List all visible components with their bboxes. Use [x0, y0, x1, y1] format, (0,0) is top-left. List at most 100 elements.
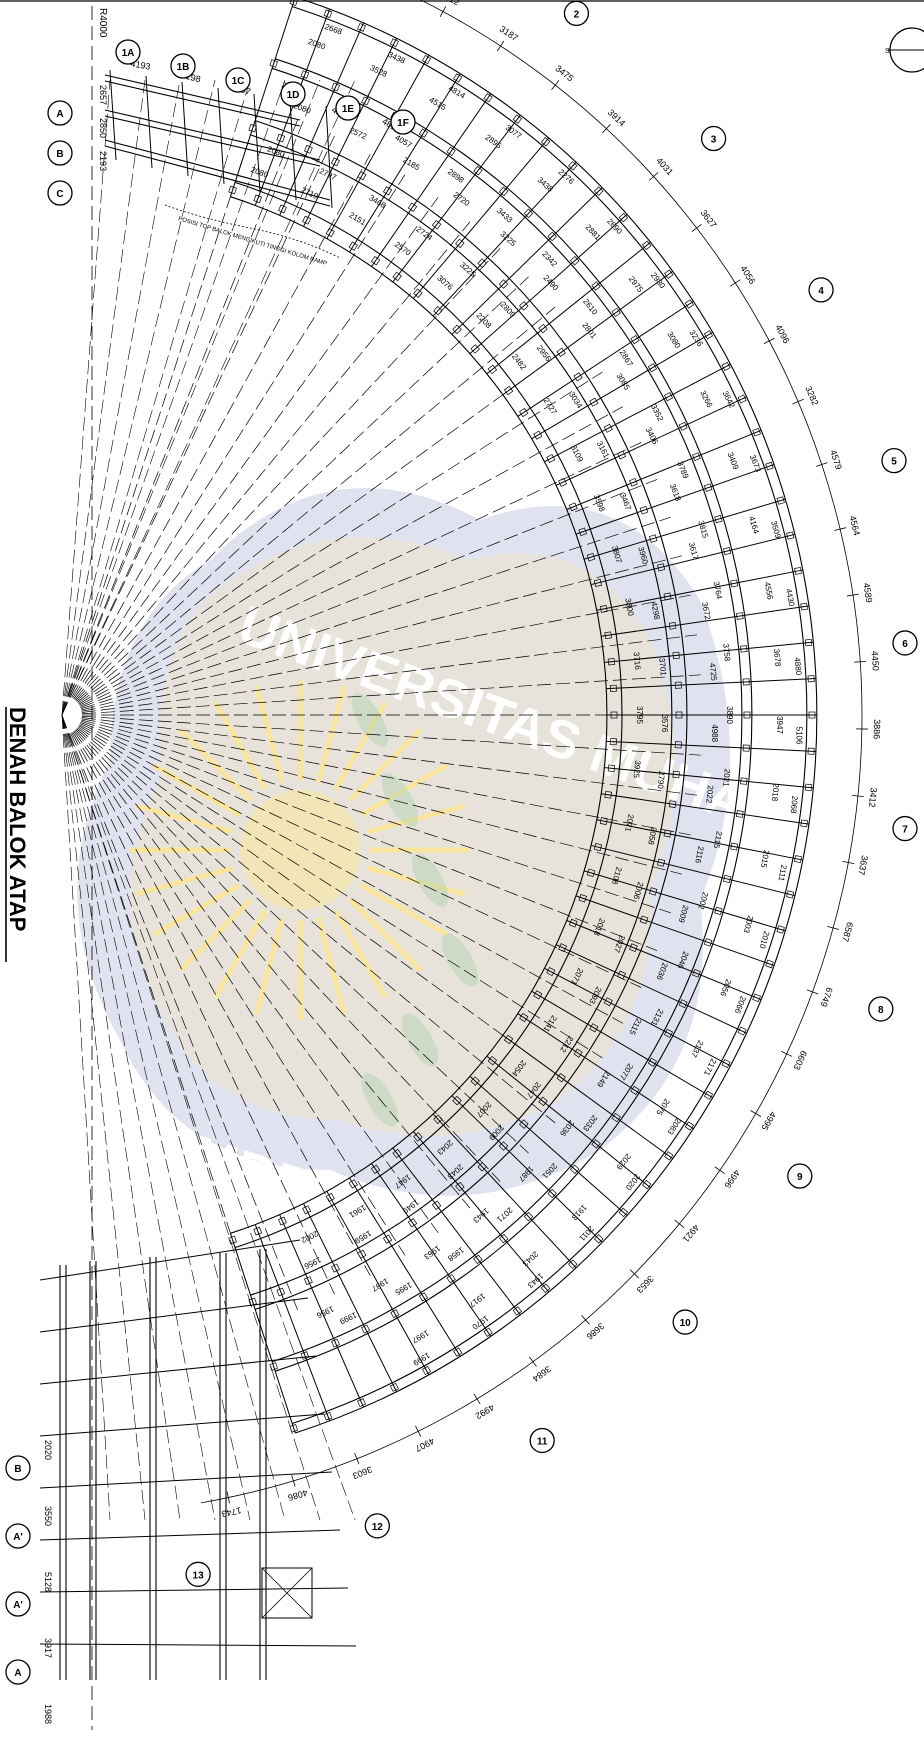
- column-mark: [668, 622, 677, 630]
- radial-beam: [432, 161, 577, 317]
- radial-beam: [575, 463, 775, 535]
- beam-length-value: 3080: [665, 330, 682, 350]
- left-row-dimension: 2193: [98, 151, 108, 171]
- arc-grid-bubble-label: 11: [537, 1436, 548, 1447]
- beam-length-value: 2570: [393, 240, 413, 258]
- beam-length-value: 3890: [725, 706, 734, 724]
- radial-beam: [469, 1076, 628, 1217]
- beam-length-value: 3161: [595, 440, 611, 460]
- column-mark: [487, 1055, 498, 1066]
- radial-line: [61, 714, 146, 1521]
- radial-beam: [279, 22, 364, 216]
- column-mark: [794, 566, 802, 575]
- column-mark: [721, 361, 731, 371]
- radial-line: [72, 174, 406, 699]
- row-bubble-label: B: [56, 149, 63, 160]
- dimension-tick: [854, 661, 867, 663]
- beam-length-value: 2898: [446, 167, 466, 185]
- dimension-value: 4992: [474, 1402, 496, 1421]
- bottom-wing-cross-beam: [39, 1297, 309, 1333]
- dimension-value: 3637: [856, 855, 870, 877]
- beam-length-value: 2068: [789, 795, 800, 814]
- column-mark: [269, 1362, 278, 1371]
- radial-line: [71, 732, 371, 1277]
- column-mark: [573, 372, 583, 382]
- watermark-sun-ray: [359, 882, 449, 938]
- column-mark: [331, 82, 340, 92]
- column-mark: [392, 1148, 402, 1159]
- column-mark: [737, 1026, 747, 1036]
- column-mark: [523, 208, 534, 219]
- column-mark: [523, 1211, 534, 1222]
- column-mark: [674, 741, 682, 749]
- beam-length-value: 3672: [700, 601, 712, 621]
- beam-length-value: 3528: [369, 63, 389, 79]
- dimension-tick: [674, 1219, 685, 1228]
- dimension-tick: [730, 279, 741, 287]
- beam-length-value: 2572: [348, 126, 368, 142]
- column-mark: [786, 531, 795, 540]
- beam-length-value: 3433: [495, 206, 515, 225]
- radial-line: [80, 516, 671, 710]
- column-mark: [765, 461, 774, 471]
- beam-length-value: 2018: [770, 783, 781, 802]
- column-mark: [611, 307, 621, 318]
- column-mark: [672, 651, 680, 660]
- column-mark: [568, 1259, 578, 1269]
- watermark-sun-ray: [212, 909, 268, 999]
- column-mark: [357, 1398, 366, 1408]
- dimension-tick: [763, 337, 775, 345]
- radial-line: [61, 79, 111, 716]
- beam-length-value: 3925: [632, 760, 643, 779]
- column-mark: [599, 605, 608, 613]
- watermark-sun-ray: [212, 701, 268, 791]
- radial-beam: [584, 870, 786, 932]
- radial-line: [61, 714, 286, 1521]
- col-bubble-label: 1D: [287, 90, 300, 101]
- column-mark: [737, 394, 747, 404]
- column-mark: [630, 1085, 640, 1096]
- column-mark: [664, 1028, 674, 1038]
- arc-grid-bubble: [185, 1561, 211, 1587]
- radial-beam: [596, 819, 804, 861]
- column-mark: [413, 1132, 423, 1142]
- bottom-row-bubble: [5, 1523, 31, 1549]
- radial-line: [77, 306, 556, 703]
- row-bubble: [47, 140, 73, 166]
- beam-length-value: 2975: [627, 274, 645, 294]
- left-row-dimension: 2850: [98, 118, 108, 138]
- radial-line: [81, 634, 697, 713]
- column-mark: [470, 344, 480, 354]
- top-wing-beam: [104, 74, 301, 121]
- radial-line: [69, 733, 298, 1311]
- beam-length-value: 4814: [447, 84, 467, 101]
- arc-grid-bubble-label: 8: [878, 1005, 884, 1016]
- arc-grid-bubble: [672, 1309, 698, 1335]
- radial-line: [61, 714, 216, 1521]
- beam-length-value: 4725: [708, 663, 719, 682]
- dimension-value: 4589: [861, 582, 874, 603]
- radial-line: [77, 338, 580, 704]
- arc-grid-bubble-label: 12: [372, 1522, 384, 1533]
- column-mark: [568, 918, 578, 928]
- radius-label: R4000: [97, 8, 108, 38]
- watermark-shield: [77, 488, 731, 1196]
- radial-line: [81, 594, 691, 712]
- radial-beam: [502, 1034, 674, 1160]
- radial-beam: [486, 241, 651, 375]
- watermark-sun-ray: [332, 909, 388, 999]
- column-mark: [503, 385, 514, 396]
- column-mark: [455, 1181, 465, 1192]
- arc-grid-bubble: [868, 996, 894, 1022]
- watermark-sun-ray: [366, 803, 465, 835]
- arc-grid-bubble-label: 5: [891, 457, 897, 468]
- beam-length-value: 1956: [302, 1255, 322, 1271]
- dimension-value: 1743: [221, 1505, 243, 1519]
- beam-length-value: 2720: [452, 190, 472, 208]
- arc-grid-bubble: [892, 630, 918, 656]
- beam-length-value: 3758: [721, 643, 732, 662]
- radial-line: [78, 725, 603, 1059]
- column-mark: [663, 592, 672, 601]
- dimension-value: 4995: [759, 1110, 778, 1132]
- column-mark: [452, 324, 462, 335]
